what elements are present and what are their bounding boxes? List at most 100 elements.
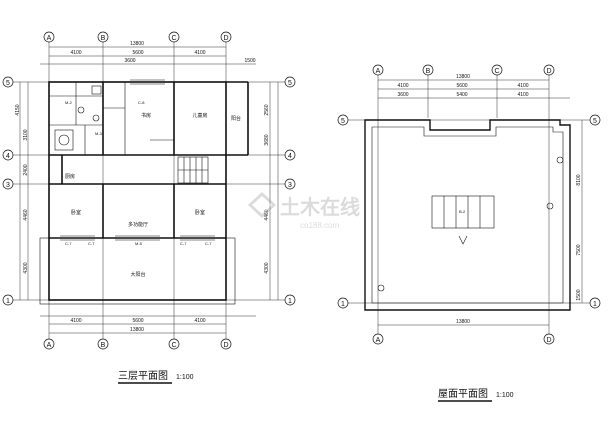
roof-top-dimensions: 13800 4100 5600 4100 3600 5400 4100 [378, 74, 570, 99]
axis-grid [13, 42, 285, 339]
svg-text:A: A [47, 342, 52, 349]
svg-text:B: B [101, 35, 106, 42]
svg-text:4100: 4100 [70, 50, 81, 56]
svg-text:卧室: 卧室 [71, 209, 81, 216]
axis-bubbles-top: A B C D [43, 31, 232, 43]
svg-text:D: D [223, 342, 228, 349]
third-floor-plan: A B C D A B C D 5 4 3 1 5 4 3 1 [2, 31, 296, 384]
svg-text:4100: 4100 [397, 83, 408, 89]
svg-text:4100: 4100 [194, 50, 205, 56]
roof-drains [377, 156, 564, 292]
svg-text:2560: 2560 [264, 104, 270, 115]
svg-text:3680: 3680 [264, 134, 270, 145]
svg-text:4100: 4100 [517, 92, 528, 98]
roof-outline [364, 119, 571, 311]
svg-text:1: 1 [6, 298, 10, 305]
watermark-logo-icon [248, 192, 276, 218]
svg-text:M-2: M-2 [65, 100, 73, 105]
roof-plan-title: 屋面平面图 1:100 [438, 388, 514, 402]
stair [177, 156, 209, 184]
windows [60, 79, 215, 241]
partitions [49, 82, 174, 155]
svg-text:多功能厅: 多功能厅 [128, 221, 148, 228]
svg-text:儿童房: 儿童房 [192, 112, 207, 119]
svg-text:屋面平面图: 屋面平面图 [438, 388, 488, 400]
svg-text:co188.com: co188.com [300, 221, 339, 230]
svg-text:5600: 5600 [132, 318, 143, 324]
roof-stair-label: B-2 [459, 209, 466, 214]
svg-text:4150: 4150 [15, 104, 21, 115]
right-dimensions: 2560 3680 4460 4300 [264, 82, 279, 300]
bottom-dimensions: 4100 5600 4100 13800 [40, 315, 256, 334]
left-dimensions: 4150 3100 2400 4460 4300 [15, 82, 29, 300]
svg-text:3: 3 [288, 182, 292, 189]
svg-text:13800: 13800 [456, 319, 470, 325]
roof-bottom-dimensions: 13800 [378, 319, 549, 326]
svg-text:M-5: M-5 [135, 241, 143, 246]
svg-text:大阳台: 大阳台 [130, 271, 145, 278]
roof-axis-bubbles: A B C D A D 5 1 5 1 [337, 64, 601, 345]
svg-text:A: A [376, 68, 381, 75]
svg-text:1:100: 1:100 [176, 374, 194, 381]
watermark: 土木在线 co188.com [248, 192, 360, 230]
svg-text:5: 5 [288, 80, 292, 87]
terrace-outline [39, 237, 236, 305]
roof-right-dimensions: 8100 7500 1500 [576, 120, 583, 303]
roof-axis-grid [348, 75, 590, 334]
svg-text:4300: 4300 [264, 262, 270, 273]
svg-text:1: 1 [341, 301, 345, 308]
svg-text:C-7: C-7 [205, 241, 212, 246]
svg-text:C-7: C-7 [88, 241, 95, 246]
svg-text:3: 3 [6, 182, 10, 189]
svg-text:5: 5 [6, 80, 10, 87]
svg-text:5400: 5400 [456, 92, 467, 98]
svg-text:13800: 13800 [130, 41, 144, 47]
svg-text:C: C [494, 68, 499, 75]
room-labels: 书房 儿童房 阳台 厨房 卧室 多功能厅 卧室 大阳台 [65, 112, 241, 278]
svg-text:B: B [101, 342, 106, 349]
svg-text:4460: 4460 [23, 209, 29, 220]
svg-text:5: 5 [593, 118, 597, 125]
svg-text:4100: 4100 [70, 318, 81, 324]
svg-text:5: 5 [341, 118, 345, 125]
top-dimensions: 13800 4100 5600 4100 3600 1500 [40, 41, 256, 65]
svg-text:4300: 4300 [23, 262, 29, 273]
svg-text:厨房: 厨房 [65, 173, 75, 180]
bath-fixtures [54, 85, 102, 151]
svg-text:1500: 1500 [576, 289, 582, 300]
svg-text:阳台: 阳台 [231, 115, 241, 122]
svg-text:B: B [426, 68, 431, 75]
roof-plan: A B C D A D 5 1 5 1 13800 4100 56 [337, 64, 601, 402]
svg-text:D: D [223, 35, 228, 42]
svg-text:4: 4 [288, 153, 292, 160]
roof-stair [431, 195, 495, 245]
svg-text:C: C [171, 342, 176, 349]
svg-text:书房: 书房 [141, 112, 151, 119]
svg-text:A: A [376, 337, 381, 344]
svg-text:2400: 2400 [23, 164, 29, 175]
axis-bubbles-bottom: A B C D [43, 338, 232, 350]
svg-text:1: 1 [593, 301, 597, 308]
svg-text:4100: 4100 [517, 83, 528, 89]
svg-text:4100: 4100 [194, 318, 205, 324]
svg-text:M-3: M-3 [95, 131, 103, 136]
svg-text:3100: 3100 [23, 129, 29, 140]
svg-text:C-8: C-8 [138, 100, 145, 105]
svg-text:D: D [546, 337, 551, 344]
svg-text:4460: 4460 [264, 209, 270, 220]
svg-text:5600: 5600 [132, 50, 143, 56]
svg-text:1:100: 1:100 [496, 392, 514, 399]
svg-text:C: C [171, 35, 176, 42]
opening-tags: M-2 M-3 C-8 C-7 C-7 C-7 C-7 M-5 [65, 100, 212, 246]
svg-text:卧室: 卧室 [195, 209, 205, 216]
svg-text:三层平面图: 三层平面图 [118, 370, 168, 382]
svg-text:D: D [546, 68, 551, 75]
svg-text:1: 1 [288, 298, 292, 305]
svg-text:3600: 3600 [124, 58, 135, 64]
svg-text:7500: 7500 [576, 244, 582, 255]
svg-text:8100: 8100 [576, 174, 582, 185]
svg-text:土木在线: 土木在线 [280, 195, 360, 219]
axis-bubbles-sides: 5 4 3 1 5 4 3 1 [2, 76, 296, 306]
svg-text:1500: 1500 [244, 58, 255, 64]
